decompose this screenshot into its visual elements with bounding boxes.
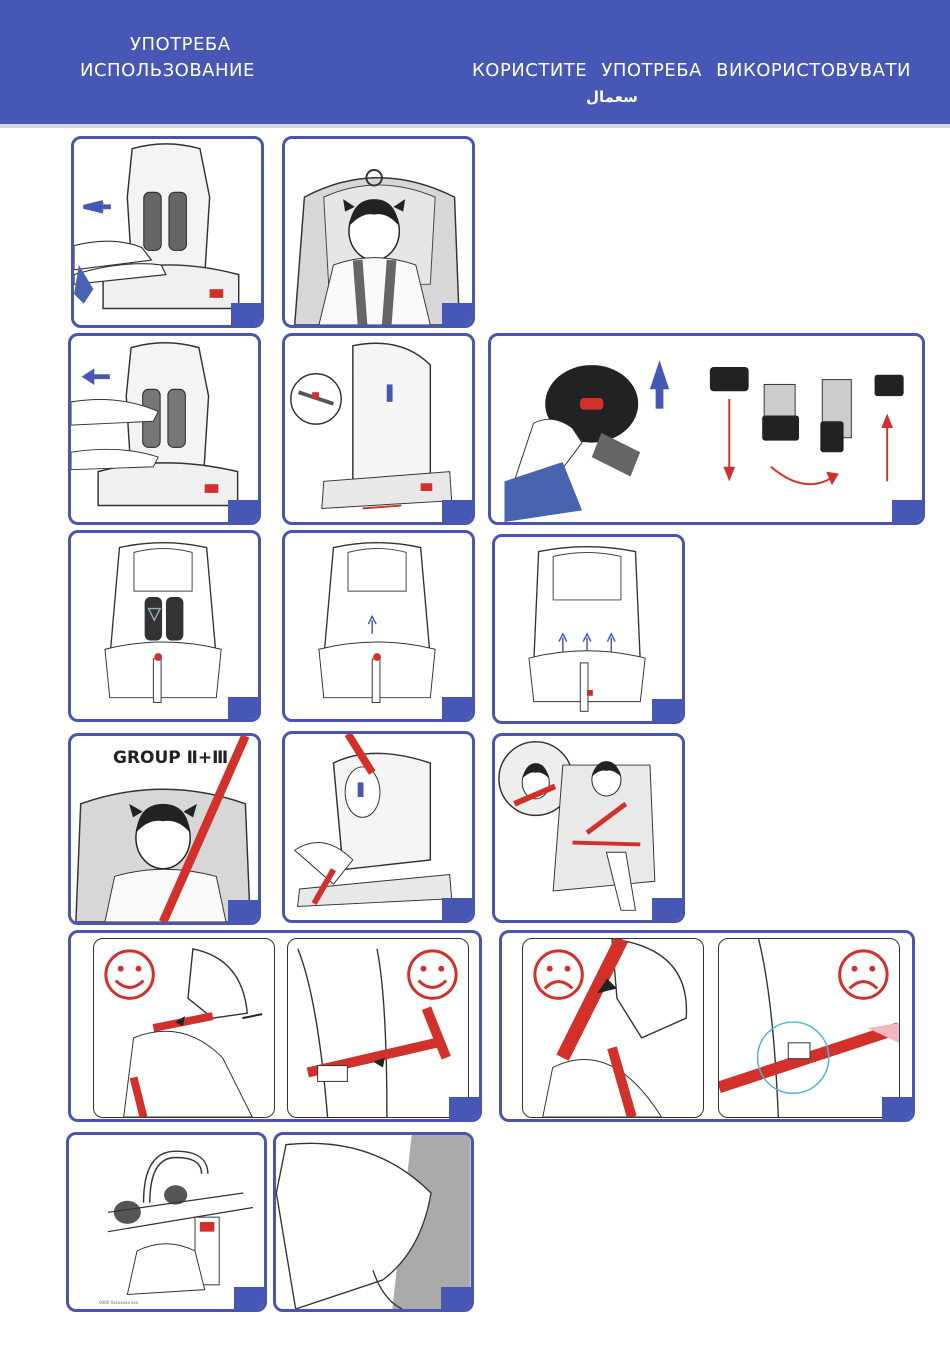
arrow-icon xyxy=(723,467,735,482)
header-shadow xyxy=(0,124,950,128)
panel-cleaning-wash: 0000 Xxxxxxxx xxx xyxy=(66,1132,267,1312)
sad-face-icon xyxy=(840,951,887,998)
lap-belt-illustration xyxy=(719,939,899,1117)
subpanel-wrong-lap xyxy=(718,938,900,1118)
panel-corner-tag xyxy=(442,303,472,325)
smiley-face-icon xyxy=(409,951,456,998)
panel-harness-pad xyxy=(68,530,261,722)
panel-corner-tag xyxy=(442,898,472,920)
group-label: GROUP Ⅱ+Ⅲ xyxy=(113,748,228,768)
panel-corner-tag xyxy=(892,500,922,522)
faucet-wash-illustration xyxy=(69,1135,264,1309)
seat-front-illustration xyxy=(495,537,682,721)
panel-cover-lift xyxy=(492,534,685,724)
panel-harness-tighten xyxy=(68,333,261,525)
header-title-serbian: УПОТРЕБА xyxy=(130,34,231,55)
cloth-wipe-illustration xyxy=(276,1135,471,1309)
panel-corner-tag xyxy=(231,303,261,325)
panel-corner-tag xyxy=(442,500,472,522)
tiny-caption: 0000 Xxxxxxxx xxx xyxy=(99,1300,138,1305)
panel-corner-tag xyxy=(652,699,682,721)
subpanel-correct-lap xyxy=(287,938,469,1118)
shoulder-belt-illustration xyxy=(94,939,274,1117)
header-title-arabic: سعمال xyxy=(586,88,638,106)
shoulder-belt-illustration xyxy=(523,939,703,1117)
page-header: УПОТРЕБА ИСПОЛЬЗОВАНИЕ КОРИСТИТЕ УПОТРЕБ… xyxy=(0,0,950,124)
subpanel-correct-shoulder xyxy=(93,938,275,1118)
arrow-icon xyxy=(881,414,893,429)
panel-correct-belt-position xyxy=(68,930,482,1122)
panel-seat-belt-route xyxy=(282,333,475,525)
buckle-release-illustration xyxy=(491,336,922,522)
panel-group-2-3-child: GROUP Ⅱ+Ⅲ xyxy=(68,733,261,925)
panel-corner-tag xyxy=(449,1097,479,1119)
subpanel-wrong-shoulder xyxy=(522,938,704,1118)
seat-side-illustration xyxy=(285,336,472,522)
seat-harness-illustration xyxy=(74,139,261,325)
panel-belt-path-side xyxy=(282,731,475,923)
panel-corner-tag xyxy=(442,697,472,719)
smiley-face-icon xyxy=(106,951,153,998)
panel-corner-tag xyxy=(652,898,682,920)
seat-front-illustration xyxy=(285,533,472,719)
lap-belt-illustration xyxy=(288,939,468,1117)
arrow-icon xyxy=(826,472,839,486)
arrow-icon xyxy=(83,369,95,385)
header-title-multilang: КОРИСТИТЕ УПОТРЕБА ВИКОРИСТОВУВАТИ xyxy=(472,60,911,81)
panel-corner-tag xyxy=(441,1287,471,1309)
panel-corner-tag xyxy=(234,1287,264,1309)
seat-front-illustration xyxy=(71,533,258,719)
panel-pad-removed xyxy=(282,530,475,722)
panel-child-in-seat xyxy=(282,136,475,328)
panel-buckle-detail xyxy=(488,333,925,525)
panel-corner-tag xyxy=(882,1097,912,1119)
child-harness-illustration xyxy=(285,139,472,325)
panel-child-belted xyxy=(492,733,685,923)
panel-corner-tag xyxy=(228,500,258,522)
sad-face-icon xyxy=(535,951,582,998)
panel-corner-tag xyxy=(228,697,258,719)
seat-harness-illustration xyxy=(71,336,258,522)
panel-incorrect-belt-position xyxy=(499,930,915,1122)
panel-harness-release xyxy=(71,136,264,328)
seat-side-belt-illustration xyxy=(285,734,472,920)
header-title-russian: ИСПОЛЬЗОВАНИЕ xyxy=(80,60,255,81)
child-belted-illustration xyxy=(495,736,682,920)
panel-corner-tag xyxy=(228,900,258,922)
panel-cleaning-wipe xyxy=(273,1132,474,1312)
